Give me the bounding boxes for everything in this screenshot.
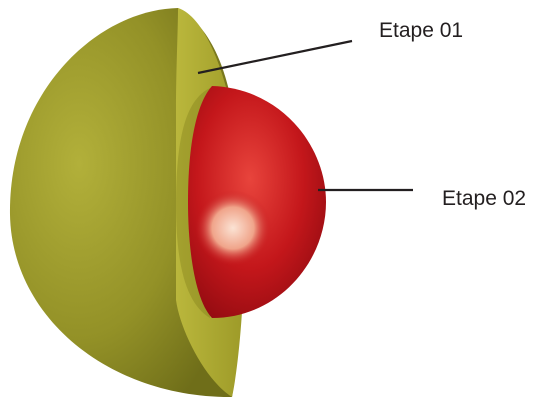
leader-line-layer-1 bbox=[198, 41, 352, 73]
label-layer-1: Etape 01 bbox=[379, 20, 463, 41]
label-layer-2: Etape 02 bbox=[442, 188, 526, 209]
core-sphere bbox=[195, 190, 271, 266]
